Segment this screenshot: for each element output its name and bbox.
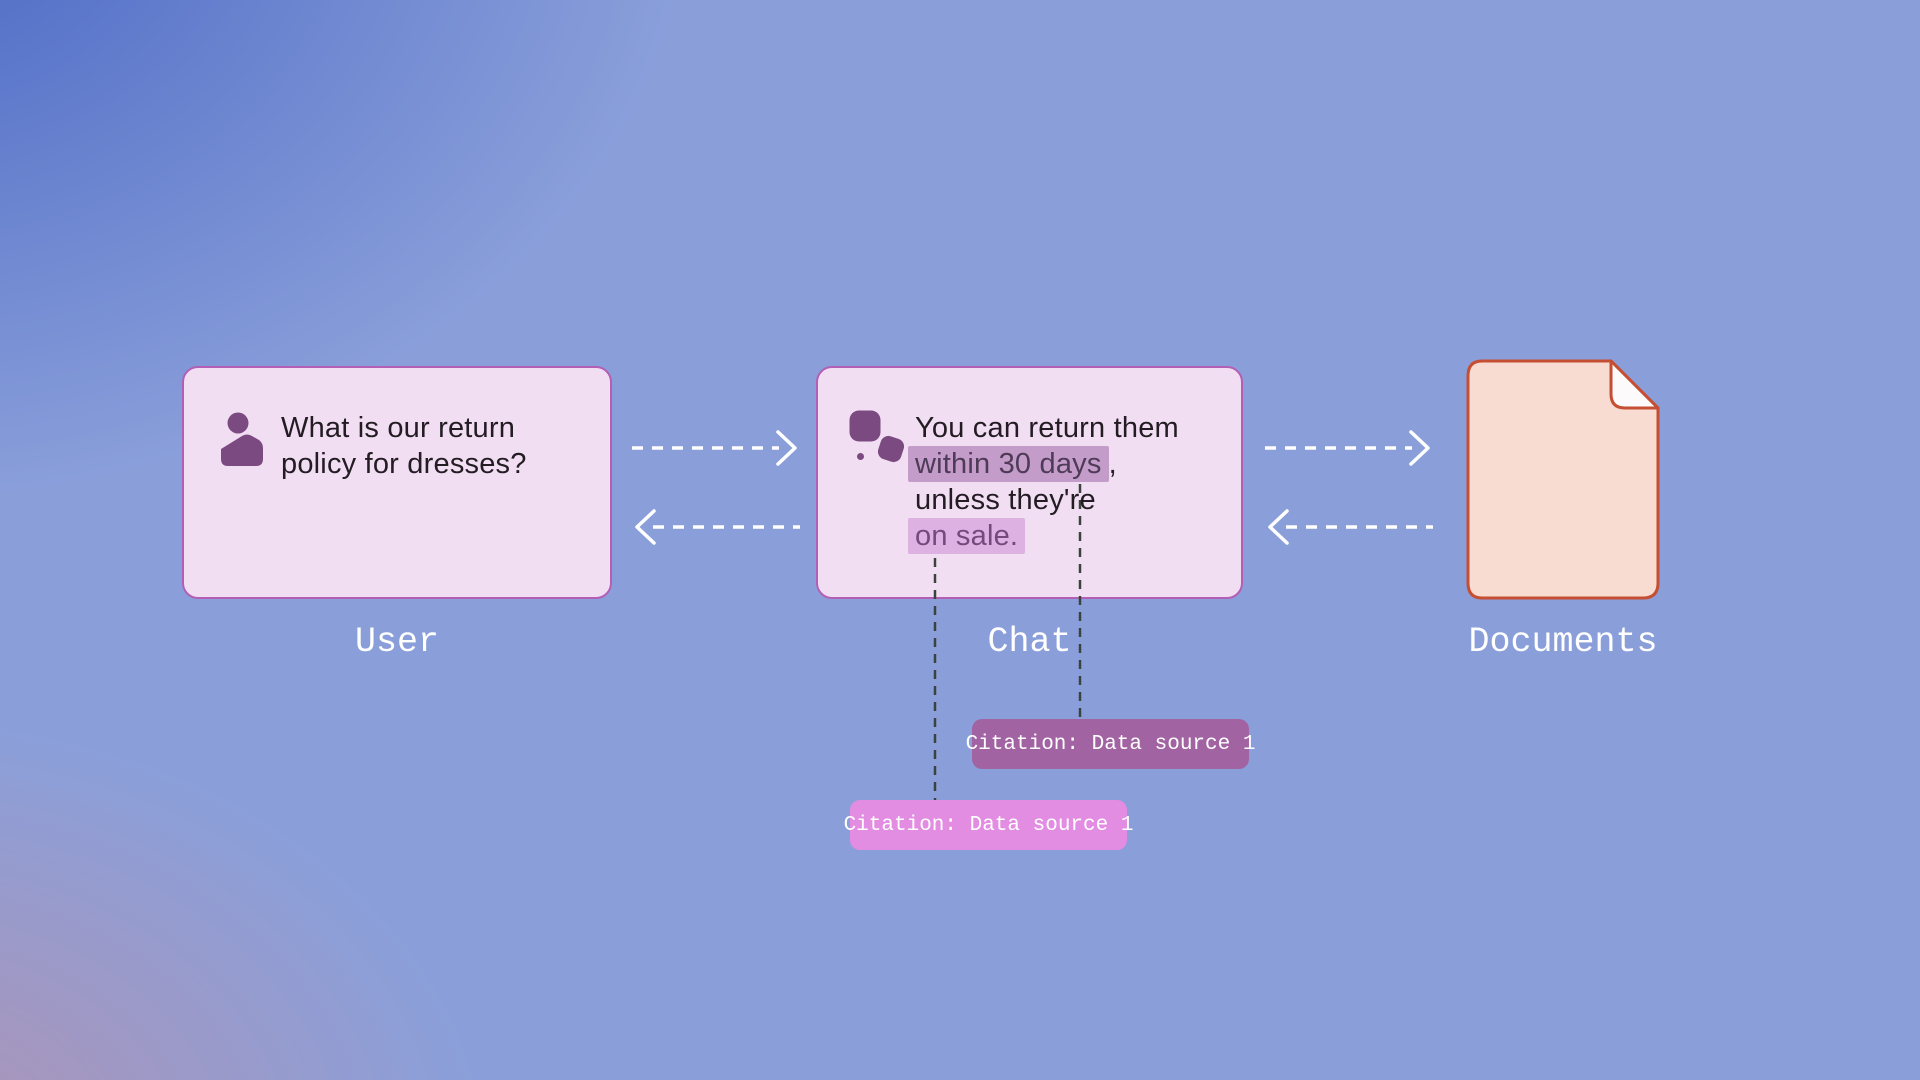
chat-bubbles-icon	[849, 410, 905, 463]
dashed-arrow-documents-to-chat	[1268, 509, 1433, 545]
citation-pill-strong-label: Citation: Data source 1	[965, 732, 1256, 756]
dashed-arrow-user-to-chat	[632, 430, 797, 466]
chat-highlight-on-sale: on sale.	[908, 518, 1026, 554]
chat-highlight-within-30-days: within 30 days	[908, 446, 1109, 482]
chat-line-2-suffix: ,	[1108, 448, 1117, 480]
chat-line-4: on sale.	[908, 518, 1241, 554]
documents-label: Documents	[1468, 622, 1658, 662]
user-message-line-1: What is our return	[281, 412, 516, 444]
citation-pill-soft: Citation: Data source 1	[844, 800, 1133, 850]
user-message-text: What is our return policy for dresses?	[281, 410, 610, 482]
chat-line-2: within 30 days,	[908, 446, 1241, 482]
user-message-node: What is our return policy for dresses?	[182, 366, 612, 599]
citation-pill-soft-label: Citation: Data source 1	[843, 813, 1134, 837]
chat-line-3: unless they're	[915, 484, 1096, 516]
citation-pill-strong: Citation: Data source 1	[966, 719, 1255, 769]
citation-connector-lines	[933, 484, 1082, 800]
chat-line-1: You can return them	[915, 412, 1179, 444]
chat-response-node: You can return them within 30 days, unle…	[816, 366, 1243, 599]
dashed-arrow-chat-to-documents	[1265, 430, 1430, 466]
chat-response-text: You can return them within 30 days, unle…	[908, 410, 1241, 554]
user-label: User	[354, 622, 439, 662]
dashed-arrow-chat-to-user	[635, 509, 800, 545]
chat-label: Chat	[987, 622, 1072, 662]
user-message-line-2: policy for dresses?	[281, 448, 527, 480]
document-icon	[1466, 359, 1660, 600]
user-icon	[221, 412, 263, 466]
